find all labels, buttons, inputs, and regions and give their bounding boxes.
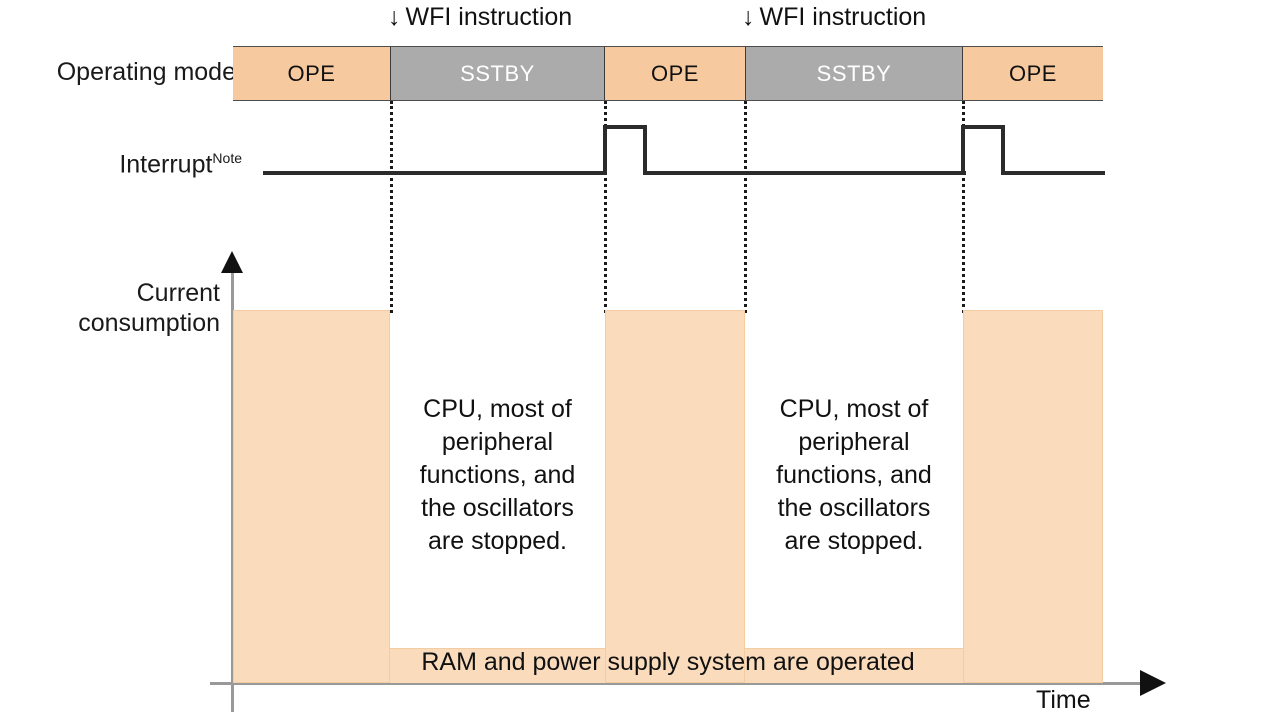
- mode-segment-sstby-2[interactable]: SSTBY: [745, 47, 963, 100]
- ram-power-supply-note: RAM and power supply system are operated: [421, 648, 915, 676]
- wfi-annotation-2-text: WFI instruction: [759, 3, 927, 31]
- time-axis-label: Time: [1036, 686, 1091, 714]
- mode-segment-ope-1[interactable]: OPE: [233, 47, 390, 100]
- guide-line-wfi-1: [390, 101, 393, 313]
- mode-segment-ope-2[interactable]: OPE: [605, 47, 745, 100]
- wfi-annotation-2: ↓WFI instruction: [742, 5, 926, 30]
- consumption-bar-ope-2: [605, 310, 745, 683]
- waveform-low-1: [263, 171, 607, 175]
- x-axis-arrow-icon: [1140, 670, 1166, 696]
- mode-segment-label: SSTBY: [460, 60, 535, 86]
- mode-segment-label: OPE: [1009, 60, 1057, 86]
- wfi-annotation-1: ↓WFI instruction: [388, 5, 572, 30]
- y-axis-line: [231, 272, 234, 712]
- current-consumption-label-line1: Current: [136, 279, 220, 307]
- y-axis-arrow-icon: [221, 251, 243, 273]
- guide-line-wfi-2: [744, 101, 747, 313]
- x-axis-line: [210, 682, 1140, 685]
- interrupt-label-text: Interrupt: [119, 150, 213, 179]
- mode-segment-ope-3[interactable]: OPE: [963, 47, 1103, 100]
- interrupt-note-superscript: Note: [212, 150, 242, 166]
- waveform-low-3: [1001, 171, 1105, 175]
- waveform-falling-edge-2: [1001, 125, 1005, 175]
- waveform-rising-edge-2: [961, 125, 965, 175]
- standby-note-1: CPU, most of peripheral functions, and t…: [419, 395, 576, 555]
- current-consumption-axis-label: Current consumption: [0, 278, 220, 338]
- down-arrow-icon: ↓: [388, 3, 401, 31]
- waveform-falling-edge-1: [643, 125, 647, 175]
- operating-mode-label: Operating mode: [56, 58, 236, 86]
- standby-note-2: CPU, most of peripheral functions, and t…: [776, 395, 932, 555]
- wfi-annotation-1-text: WFI instruction: [405, 3, 573, 31]
- guide-line-interrupt-2: [962, 101, 965, 313]
- mode-segment-label: OPE: [287, 60, 336, 86]
- current-consumption-label-line2: consumption: [78, 309, 220, 337]
- waveform-pulse-high-1: [603, 125, 647, 129]
- down-arrow-icon: ↓: [742, 3, 755, 31]
- mode-segment-label: OPE: [651, 60, 699, 86]
- consumption-bar-ope-3: [963, 310, 1103, 683]
- waveform-rising-edge-1: [603, 125, 607, 175]
- mode-segment-label: SSTBY: [816, 60, 892, 86]
- consumption-bar-ope-1: [233, 310, 390, 683]
- operating-mode-bar: OPE SSTBY OPE SSTBY OPE: [233, 46, 1103, 101]
- interrupt-label: InterruptNote: [0, 150, 242, 179]
- waveform-low-2: [643, 171, 966, 175]
- mode-segment-sstby-1[interactable]: SSTBY: [390, 47, 605, 100]
- guide-line-interrupt-1: [604, 101, 607, 313]
- waveform-pulse-high-2: [961, 125, 1005, 129]
